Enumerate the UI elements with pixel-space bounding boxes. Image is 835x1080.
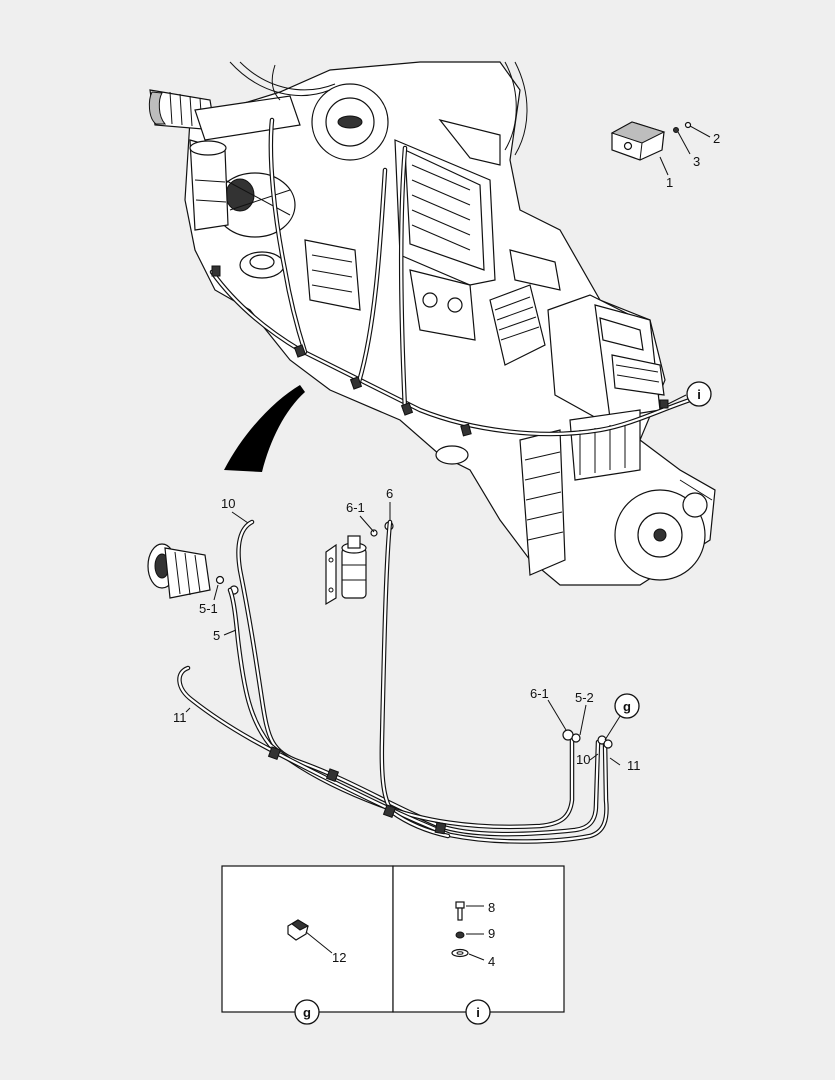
bolt-icon: [455, 901, 484, 921]
detail-ref-g-box: g: [294, 999, 320, 1025]
detail-box-g: [221, 865, 394, 1013]
callout-5-2: 5-2: [575, 690, 594, 705]
callout-11-left: 11: [173, 710, 187, 725]
callout-1: 1: [666, 175, 673, 190]
callout-2: 2: [713, 131, 720, 146]
ac-compressor-icon: [147, 543, 239, 599]
callout-6: 6: [386, 486, 393, 501]
detail-ref-i-box: i: [465, 999, 491, 1025]
callout-10-right: 10: [576, 752, 590, 767]
callout-6-1-top: 6-1: [346, 500, 365, 515]
hose-assembly: [177, 519, 613, 844]
detail-box-i: [392, 865, 565, 1013]
washer-icon: [451, 931, 485, 961]
detail-ref-g-hoses: g: [614, 693, 640, 719]
leader-lines: [185, 125, 711, 766]
svg-text:i: i: [697, 387, 701, 402]
callout-12: 12: [332, 950, 346, 965]
callout-8: 8: [488, 900, 495, 915]
callout-4: 4: [488, 954, 495, 969]
callout-5-1: 5-1: [199, 601, 218, 616]
callout-10-top: 10: [221, 496, 235, 511]
hose-clamp-icon: [267, 746, 447, 835]
callout-11-right: 11: [627, 758, 641, 773]
relay-module-icon: [610, 121, 692, 161]
detail-ref-i-engine: i: [686, 381, 712, 407]
callout-6-1-right: 6-1: [530, 686, 549, 701]
svg-text:g: g: [623, 699, 631, 714]
svg-text:i: i: [476, 1005, 480, 1020]
engine-assembly-icon: [148, 61, 716, 586]
callout-3: 3: [693, 154, 700, 169]
callout-5: 5: [213, 628, 220, 643]
view-direction-arrow-icon: [224, 385, 305, 472]
svg-text:g: g: [303, 1005, 311, 1020]
receiver-drier-icon: [325, 521, 394, 606]
callout-labels: 1 2 3 10 6-1 6 5-1 5 11 6-1 5-2 10 11 12…: [173, 131, 720, 969]
callout-9: 9: [488, 926, 495, 941]
